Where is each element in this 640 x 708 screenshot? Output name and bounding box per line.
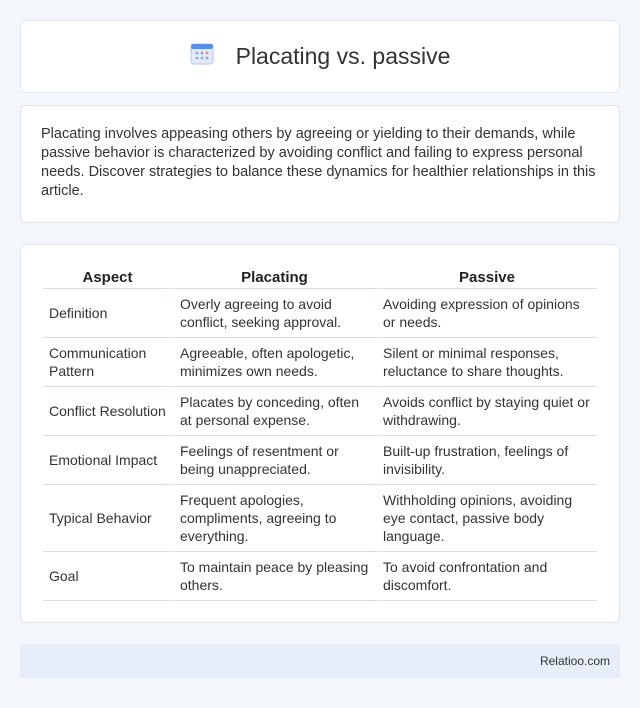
cell-passive: Built-up frustration, feelings of invisi… xyxy=(377,436,597,485)
cell-passive: Avoiding expression of opinions or needs… xyxy=(377,289,597,338)
footer-brand: Relatioo.com xyxy=(539,654,610,668)
cell-passive: Avoids conflict by staying quiet or with… xyxy=(377,387,597,436)
header: Placating vs. passive xyxy=(190,42,451,71)
cell-aspect: Definition xyxy=(43,289,174,338)
page-title: Placating vs. passive xyxy=(235,43,451,69)
cell-aspect: Typical Behavior xyxy=(43,485,174,552)
cell-passive: Withholding opinions, avoiding eye conta… xyxy=(377,485,597,552)
cell-placating: Placates by conceding, often at personal… xyxy=(174,387,377,436)
cell-aspect: Conflict Resolution xyxy=(43,387,174,436)
column-header-placating: Placating xyxy=(174,265,377,289)
column-header-aspect: Aspect xyxy=(43,265,174,289)
header-card: Placating vs. passive xyxy=(20,20,620,93)
cell-passive: To avoid confrontation and discomfort. xyxy=(377,552,597,601)
cell-placating: Agreeable, often apologetic, minimizes o… xyxy=(174,338,377,387)
comparison-table: Aspect Placating Passive Definition Over… xyxy=(43,265,597,601)
column-header-passive: Passive xyxy=(377,265,597,289)
cell-placating: Feelings of resentment or being unapprec… xyxy=(174,436,377,485)
cell-placating: Frequent apologies, compliments, agreein… xyxy=(174,485,377,552)
table-row: Definition Overly agreeing to avoid conf… xyxy=(43,289,597,338)
table-row: Communication Pattern Agreeable, often a… xyxy=(43,338,597,387)
cell-passive: Silent or minimal responses, reluctance … xyxy=(377,338,597,387)
intro-text: Placating involves appeasing others by a… xyxy=(41,126,596,199)
intro-card: Placating involves appeasing others by a… xyxy=(20,105,620,223)
cell-aspect: Goal xyxy=(43,552,174,601)
cell-placating: Overly agreeing to avoid conflict, seeki… xyxy=(174,289,377,338)
cell-placating: To maintain peace by pleasing others. xyxy=(174,552,377,601)
table-row: Goal To maintain peace by pleasing other… xyxy=(43,552,597,601)
comparison-card: Aspect Placating Passive Definition Over… xyxy=(20,244,620,623)
calendar-icon xyxy=(190,42,214,71)
table-header-row: Aspect Placating Passive xyxy=(43,265,597,289)
cell-aspect: Communication Pattern xyxy=(43,338,174,387)
table-row: Emotional Impact Feelings of resentment … xyxy=(43,436,597,485)
cell-aspect: Emotional Impact xyxy=(43,436,174,485)
footer: Relatioo.com xyxy=(20,644,620,678)
table-row: Typical Behavior Frequent apologies, com… xyxy=(43,485,597,552)
table-row: Conflict Resolution Placates by concedin… xyxy=(43,387,597,436)
